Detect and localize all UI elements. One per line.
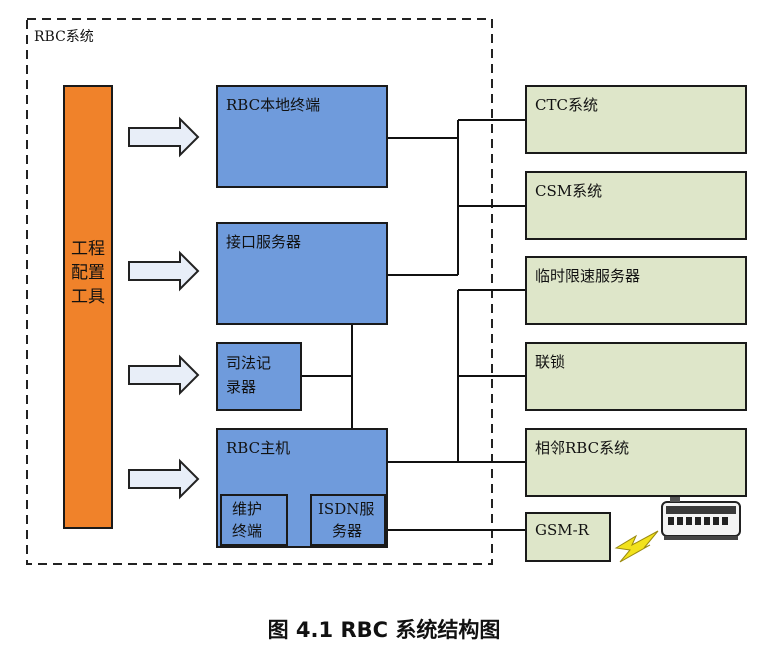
- ctc-system-box: CTC系统: [525, 85, 747, 154]
- train-icon: [661, 496, 741, 540]
- adjacent-rbc-label: 相邻RBC系统: [535, 439, 630, 457]
- gsmr-box: GSM-R: [525, 512, 611, 562]
- hollow-arrow-icon: [128, 116, 200, 158]
- ctc-system-label: CTC系统: [535, 96, 598, 114]
- isdn-server-box: ISDN服 务器: [310, 494, 386, 546]
- isdn-server-label-line2: 务器: [332, 522, 363, 540]
- engineering-config-tool-label: 工程配置工具: [71, 239, 105, 307]
- gsmr-label: GSM-R: [535, 521, 589, 539]
- isdn-server-label-line1: ISDN服: [318, 500, 375, 518]
- maintenance-terminal-box: 维护 终端: [220, 494, 288, 546]
- judicial-recorder-label-line2: 录器: [226, 378, 257, 396]
- csm-system-box: CSM系统: [525, 171, 747, 240]
- interface-server-box: 接口服务器: [216, 222, 388, 325]
- judicial-recorder-label-line1: 司法记: [226, 354, 272, 372]
- rbc-local-terminal-label: RBC本地终端: [226, 96, 321, 114]
- hollow-arrow-icon: [128, 250, 200, 292]
- interlocking-box: 联锁: [525, 342, 747, 411]
- lightning-icon: [614, 530, 659, 563]
- tsr-server-box: 临时限速服务器: [525, 256, 747, 325]
- csm-system-label: CSM系统: [535, 182, 603, 200]
- judicial-recorder-box: 司法记 录器: [216, 342, 302, 411]
- rbc-host-box: RBC主机 维护 终端 ISDN服 务器: [216, 428, 388, 548]
- adjacent-rbc-box: 相邻RBC系统: [525, 428, 747, 497]
- hollow-arrow-icon: [128, 354, 200, 396]
- rbc-system-label: RBC系统: [34, 29, 94, 45]
- maintenance-terminal-label-line2: 终端: [232, 522, 263, 540]
- interface-server-label: 接口服务器: [226, 233, 302, 251]
- interlocking-label: 联锁: [535, 353, 566, 371]
- tsr-server-label: 临时限速服务器: [535, 267, 641, 285]
- rbc-host-label: RBC主机: [226, 439, 291, 457]
- rbc-local-terminal-box: RBC本地终端: [216, 85, 388, 188]
- figure-caption: 图 4.1 RBC 系统结构图: [267, 618, 501, 642]
- engineering-config-tool: 工程配置工具: [63, 85, 113, 529]
- rbc-system-boundary: [26, 18, 493, 565]
- hollow-arrow-icon: [128, 458, 200, 500]
- maintenance-terminal-label-line1: 维护: [232, 500, 263, 518]
